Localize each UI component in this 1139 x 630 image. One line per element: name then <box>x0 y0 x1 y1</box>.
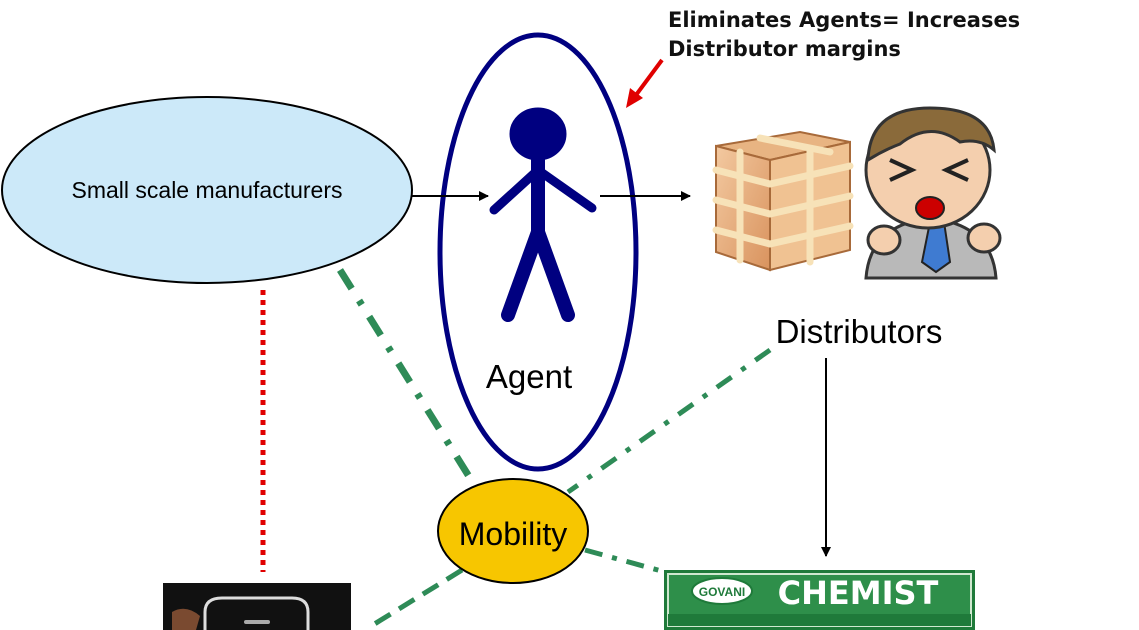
mobility-ellipse <box>437 478 589 584</box>
mobility-label: Mobility <box>459 516 567 552</box>
manufacturers-label: Small scale manufacturers <box>72 177 343 203</box>
agent-oval <box>437 32 639 472</box>
stick-figure-icon <box>489 107 597 322</box>
green-dash-mobility-phone <box>366 567 464 630</box>
green-dash-mobility-chemist <box>584 547 666 575</box>
manufacturers-ellipse <box>1 96 413 284</box>
callout-line-2: Distributor margins <box>668 37 901 61</box>
chemist-sign-icon: GOVANI CHEMIST <box>664 570 975 630</box>
callout-arrow <box>626 58 664 108</box>
green-dash-manufacturers-mobility <box>337 268 473 480</box>
chemist-sign-text: CHEMIST <box>778 574 939 612</box>
businessman-icon <box>864 106 1002 280</box>
chemist-badge-text: GOVANI <box>699 585 745 599</box>
green-dash-distributors-mobility <box>566 347 772 495</box>
crate-icon <box>702 110 862 276</box>
agent-label: Agent <box>486 358 572 395</box>
distributors-label: Distributors <box>776 313 943 350</box>
phone-icon <box>163 583 351 630</box>
callout-line-1: Eliminates Agents= Increases <box>668 8 1020 32</box>
